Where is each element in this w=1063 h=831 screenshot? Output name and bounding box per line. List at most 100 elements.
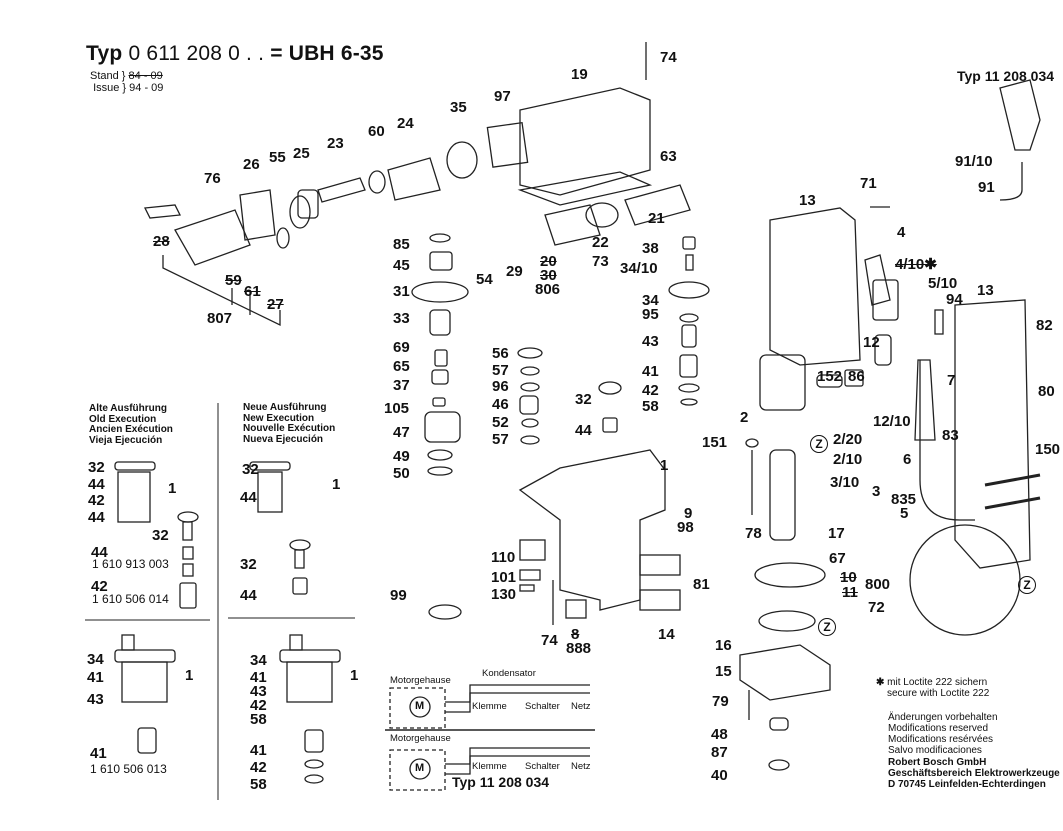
handle-13-shape (769, 207, 861, 366)
part-label: 25 (293, 145, 310, 162)
part-label: 28 (153, 233, 170, 250)
company-division: Geschäftsbereich Elektrowerkzeuge (888, 768, 1060, 779)
part-label: 67 (829, 550, 846, 567)
part-label: 21 (648, 210, 665, 227)
part-label: 151 (702, 434, 728, 451)
part-label: 74 (660, 49, 677, 66)
part-label: 9 (684, 505, 693, 522)
part-label: 1 (660, 457, 669, 474)
cable-shape (919, 360, 975, 521)
gasket-63-shape (517, 171, 653, 206)
old-detail-label: 44 (91, 544, 108, 561)
part-label: 59 (225, 272, 242, 289)
new-exec-es: Nueva Ejecución (243, 433, 324, 445)
piston-23-shape (317, 177, 366, 203)
modifications-note: Änderungen vorbehalten Modifications res… (888, 712, 998, 756)
old-bottom-label: 43 (87, 691, 104, 708)
wiring-terminal-top: Klemme (472, 701, 507, 712)
part-label: 49 (393, 448, 410, 465)
old-exec-fr: Ancien Exécution (89, 424, 173, 435)
part-label: 38 (642, 240, 659, 257)
part-label: 47 (393, 424, 410, 441)
cap-35-shape (446, 141, 478, 179)
part-label: 14 (658, 626, 675, 643)
part-label: 110 (491, 549, 516, 566)
armature-3-shape (769, 449, 796, 541)
part-label: 54 (476, 271, 493, 288)
part-label: 8 (571, 626, 580, 643)
part-label: 130 (491, 586, 517, 603)
ring-60-shape (368, 170, 386, 194)
part-label: 12/10 (873, 413, 911, 430)
company-block: Robert Bosch GmbH Geschäftsbereich Elekt… (888, 757, 1060, 790)
part-label-91-10: 91/10 (955, 153, 993, 170)
ring-55-shape (289, 195, 311, 229)
mods-en: Modifications reserved (888, 723, 989, 734)
part-label: 35 (450, 99, 467, 116)
part-label: 86 (848, 368, 865, 385)
part-label: 34/10 (620, 260, 658, 277)
part-label: 33 (393, 310, 410, 327)
part-label: 83 (942, 427, 959, 444)
part-label: 63 (660, 148, 677, 165)
part-label: 2/10 (833, 451, 863, 468)
fan-16-shape (758, 610, 816, 632)
old-bottom-label: 34 (87, 651, 104, 668)
z-marker-icon: Z (818, 618, 836, 636)
loctite-note: ✱ mit Loctite 222 sichern secure with Lo… (876, 677, 989, 699)
part-label: 71 (860, 175, 877, 192)
company-name: Robert Bosch GmbH (888, 757, 987, 768)
z-marker-icon: Z (810, 435, 828, 453)
sleeve-20-shape (544, 204, 601, 246)
part-label: 30 (540, 267, 557, 284)
diagram-title: Typ 0 611 208 0 . . = UBH 6-35 (86, 42, 384, 66)
new-bottom-label: 58 (250, 776, 267, 793)
part-label: 31 (393, 283, 410, 300)
loctite-en: secure with Loctite 222 (887, 688, 990, 699)
part-label: 3/10 (830, 474, 860, 491)
issue-block: Stand } 84 - 09 Issue } 94 - 09 (90, 70, 164, 94)
new-detail-label: 1 (332, 476, 341, 493)
new-bottom-label: 41 (250, 669, 267, 686)
part-number: 1 610 913 003 (92, 557, 169, 571)
old-detail-label: 44 (88, 476, 105, 493)
old-detail-label: 32 (152, 527, 169, 544)
part-label: 7 (947, 372, 956, 389)
part-label: 806 (535, 281, 561, 298)
part-label: 5 (900, 505, 909, 522)
motor-symbol-bottom: M (415, 762, 425, 774)
part-label: 44 (575, 422, 592, 439)
part-label: 97 (494, 88, 511, 105)
part-label: 72 (868, 599, 885, 616)
brush-holder-17-shape (754, 562, 826, 588)
detail-circle-shape (909, 524, 1021, 636)
part-label: 85 (393, 236, 410, 253)
part-label: 152 (817, 368, 843, 385)
stator-2-shape (759, 354, 806, 411)
part-label: 13 (799, 192, 816, 209)
part-label: 94 (946, 291, 963, 308)
part-label: 79 (712, 693, 729, 710)
wiring-switch-bottom: Schalter (525, 761, 560, 772)
old-detail-label: 1 (168, 480, 177, 497)
tool-holder-shape (174, 209, 251, 266)
part-label: 807 (207, 310, 233, 327)
old-exec-de: Alte Ausführung (89, 403, 167, 414)
part-label: 2 (740, 409, 749, 426)
part-label: 99 (390, 587, 407, 604)
title-code: 0 611 208 0 . . (128, 42, 265, 65)
new-detail-label: 44 (240, 587, 257, 604)
flange-shape (239, 189, 276, 241)
part-label: 6 (903, 451, 912, 468)
part-label: 20 (540, 253, 557, 270)
gear-25-shape (297, 189, 319, 219)
part-label: 11 (842, 584, 858, 601)
part-label: 48 (711, 726, 728, 743)
chisel-shape (143, 204, 182, 219)
new-bottom-label: 41 (250, 742, 267, 759)
part-label: 150 (1035, 441, 1061, 458)
part-label: 56 (492, 345, 509, 362)
new-bottom-label: 42 (250, 697, 267, 714)
drawing-lines (85, 42, 1041, 800)
